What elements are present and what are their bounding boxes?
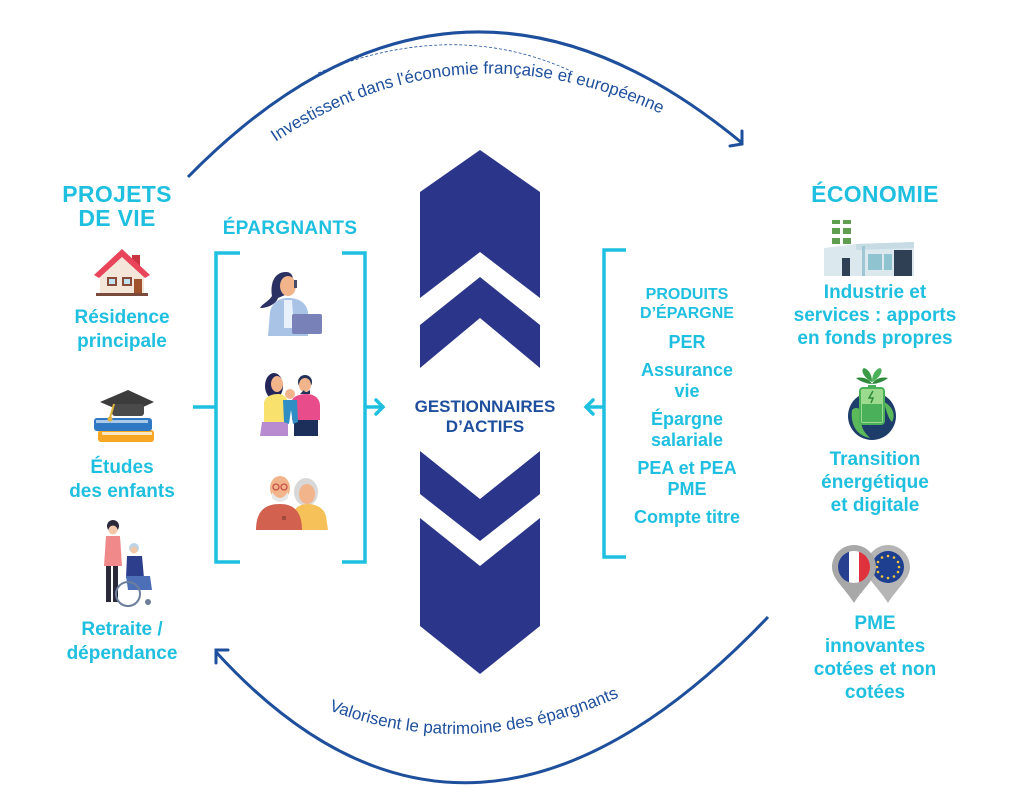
elderly-couple-icon [256, 476, 328, 530]
savers-title: ÉPARGNANTS [222, 218, 358, 239]
savings-products-list: PRODUITS D’ÉPARGNE PER Assurance vie Épa… [612, 285, 762, 528]
house-icon [94, 249, 150, 296]
industry-line2: services : apports [770, 304, 980, 327]
product-per-line1: PER [668, 332, 706, 352]
product-item-compte-titre: Compte titre [612, 507, 762, 528]
savers-bracket-left [214, 251, 240, 564]
projects-title-line2: DE VIE [78, 205, 156, 231]
project-item-studies: Études des enfants [42, 456, 202, 504]
down-chevron-small [420, 451, 540, 541]
products-title-line2: D’ÉPARGNE [640, 305, 734, 322]
bottom-arc-arrowhead [214, 648, 230, 665]
asset-managers-line1: GESTIONNAIRES [414, 397, 556, 416]
projects-title: PROJETS DE VIE [52, 182, 182, 230]
green-globe-battery-icon [848, 368, 896, 440]
france-pin-icon [832, 545, 876, 603]
asset-managers-label: GESTIONNAIRES D’ACTIFS [385, 397, 585, 437]
project-item-residence: Résidence principale [42, 306, 202, 354]
economy-title: ÉCONOMIE [811, 181, 939, 207]
project-retirement-line2: dépendance [66, 643, 178, 664]
transition-line2: énergétique [821, 472, 929, 493]
product-assurance-line2: vie [674, 381, 700, 401]
project-retirement-line1: Retraite / [81, 619, 163, 640]
transition-line3: et digitale [830, 495, 920, 516]
family-icon [260, 373, 320, 436]
bottom-flow-arc [214, 615, 770, 785]
factory-icon [824, 220, 914, 276]
product-epargne-line1: Épargne [650, 409, 724, 429]
wheelchair-caregiver-icon [104, 520, 152, 607]
asset-managers-line2: D’ACTIFS [445, 417, 525, 436]
savers-bracket-right [342, 251, 367, 564]
project-residence-line1: Résidence [74, 307, 170, 328]
projects-title-line1: PROJETS [62, 181, 172, 207]
economy-item-transition: Transition énergétique et digitale [770, 448, 980, 517]
project-studies-line1: Études [90, 457, 154, 478]
product-pea-line1: PEA et PEA [637, 458, 737, 478]
industry-line1: Industrie et [823, 282, 927, 303]
sme-line3: cotées et non [813, 659, 937, 680]
project-residence-line2: principale [77, 331, 167, 352]
product-compte-line1: Compte titre [633, 507, 740, 527]
industry-line3: en fonds propres [797, 328, 953, 349]
product-item-assurance-vie: Assurance vie [612, 360, 762, 402]
bottom-arc-label: Valorisent le patrimoine des épargnants [327, 683, 620, 738]
woman-on-phone-icon [260, 272, 322, 336]
sme-line2: innovantes [824, 636, 926, 657]
products-title-line1: PRODUITS [645, 286, 729, 303]
product-item-per: PER [612, 332, 762, 353]
top-flow-arc [186, 30, 743, 179]
sme-line1: PME [854, 613, 896, 634]
savers-arrow-head [374, 398, 386, 416]
products-bracket [602, 248, 626, 559]
eu-pin-icon [866, 545, 910, 603]
product-epargne-line2: salariale [650, 430, 724, 450]
top-arc-arrowhead [728, 129, 744, 148]
product-item-epargne-salariale: Épargne salariale [612, 409, 762, 451]
economy-item-industry: Industrie et services : apports en fonds… [770, 281, 980, 350]
up-chevron-small [420, 277, 540, 368]
project-studies-line2: des enfants [69, 481, 175, 502]
economy-item-sme: PME innovantes cotées et non cotées [770, 612, 980, 704]
product-item-pea: PEA et PEA PME [612, 458, 762, 500]
product-pea-line2: PME [667, 479, 707, 499]
graduation-books-icon [94, 390, 154, 442]
project-item-retirement: Retraite / dépendance [42, 618, 202, 666]
up-chevron-large [420, 150, 540, 298]
products-title: PRODUITS D’ÉPARGNE [612, 285, 762, 323]
france-eu-pins-icon [832, 545, 910, 603]
sme-line4: cotées [844, 682, 906, 703]
industry-apports: apports [881, 305, 957, 326]
product-assurance-line1: Assurance [640, 360, 734, 380]
top-arc-dotted-guide [317, 44, 574, 74]
down-chevron-large [420, 518, 540, 674]
products-arrow-head [583, 398, 595, 416]
industry-services-bold: services : [793, 305, 882, 326]
transition-line1: Transition [829, 449, 921, 470]
